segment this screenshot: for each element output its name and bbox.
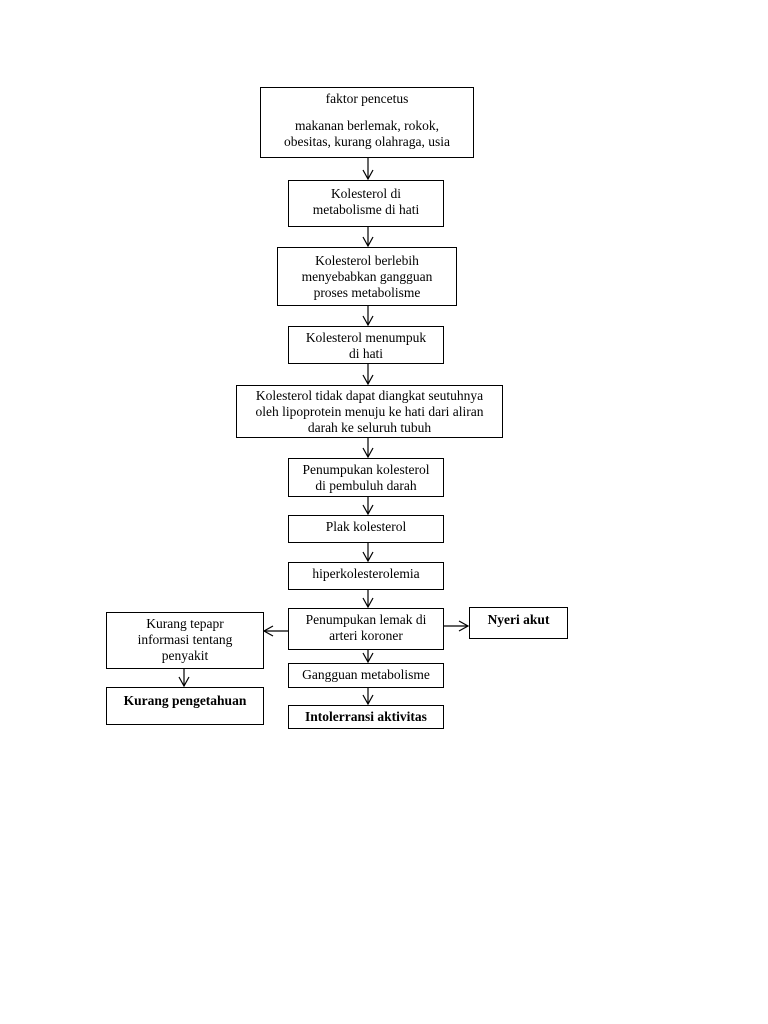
node-plak-line1: Plak kolesterol [325,519,407,534]
node-faktor-pencetus: faktor pencetus makanan berlemak, rokok,… [260,87,474,158]
node-metabolisme-line2: metabolisme di hati [312,202,420,217]
node-berlebih-line2: menyebabkan gangguan [301,269,433,284]
node-intoleransi-aktivitas: Intolerransi aktivitas [288,705,444,729]
node-metabolisme-hati: Kolesterol di metabolisme di hati [288,180,444,227]
node-hiper-line1: hiperkolesterolemia [312,566,420,581]
node-berlebih-line1: Kolesterol berlebih [315,253,419,268]
node-menumpuk-line2: di hati [348,346,384,361]
node-informasi-line3: penyakit [161,648,209,663]
node-tidak-diangkat-line2: oleh lipoprotein menuju ke hati dari ali… [255,404,484,419]
node-kolesterol-berlebih: Kolesterol berlebih menyebabkan gangguan… [277,247,457,306]
node-plak-kolesterol: Plak kolesterol [288,515,444,543]
node-penumpukan-arteri: Penumpukan lemak di arteri koroner [288,608,444,650]
node-kurang-pengetahuan: Kurang pengetahuan [106,687,264,725]
node-faktor-title: faktor pencetus [325,91,409,106]
node-hiperkolesterolemia: hiperkolesterolemia [288,562,444,590]
node-faktor-line2: obesitas, kurang olahraga, usia [283,134,451,149]
node-penumpukan-pembuluh: Penumpukan kolesterol di pembuluh darah [288,458,444,497]
node-tidak-diangkat-line1: Kolesterol tidak dapat diangkat seutuhny… [255,388,484,403]
node-tidak-diangkat-line3: darah ke seluruh tubuh [307,420,432,435]
node-nyeri-line1: Nyeri akut [487,612,550,627]
node-arteri-line2: arteri koroner [329,628,403,643]
node-pembuluh-line2: di pembuluh darah [315,478,417,493]
node-informasi-line2: informasi tentang [137,632,233,647]
node-kurang-informasi: Kurang tepapr informasi tentang penyakit [106,612,264,669]
node-metabolisme-line1: Kolesterol di [330,186,402,201]
node-arteri-line1: Penumpukan lemak di [305,612,427,627]
node-intoleransi-line1: Intolerransi aktivitas [305,709,427,724]
node-pembuluh-line1: Penumpukan kolesterol [302,462,430,477]
node-gangguan-metabolisme: Gangguan metabolisme [288,663,444,688]
node-berlebih-line3: proses metabolisme [313,285,421,300]
node-tidak-diangkat: Kolesterol tidak dapat diangkat seutuhny… [236,385,503,438]
node-kolesterol-menumpuk: Kolesterol menumpuk di hati [288,326,444,364]
node-informasi-line1: Kurang tepapr [146,616,224,631]
node-gangguan-line1: Gangguan metabolisme [302,667,430,682]
node-faktor-line1: makanan berlemak, rokok, [295,118,439,133]
node-pengetahuan-line1: Kurang pengetahuan [123,693,247,708]
node-nyeri-akut: Nyeri akut [469,607,568,639]
node-menumpuk-line1: Kolesterol menumpuk [305,330,427,345]
